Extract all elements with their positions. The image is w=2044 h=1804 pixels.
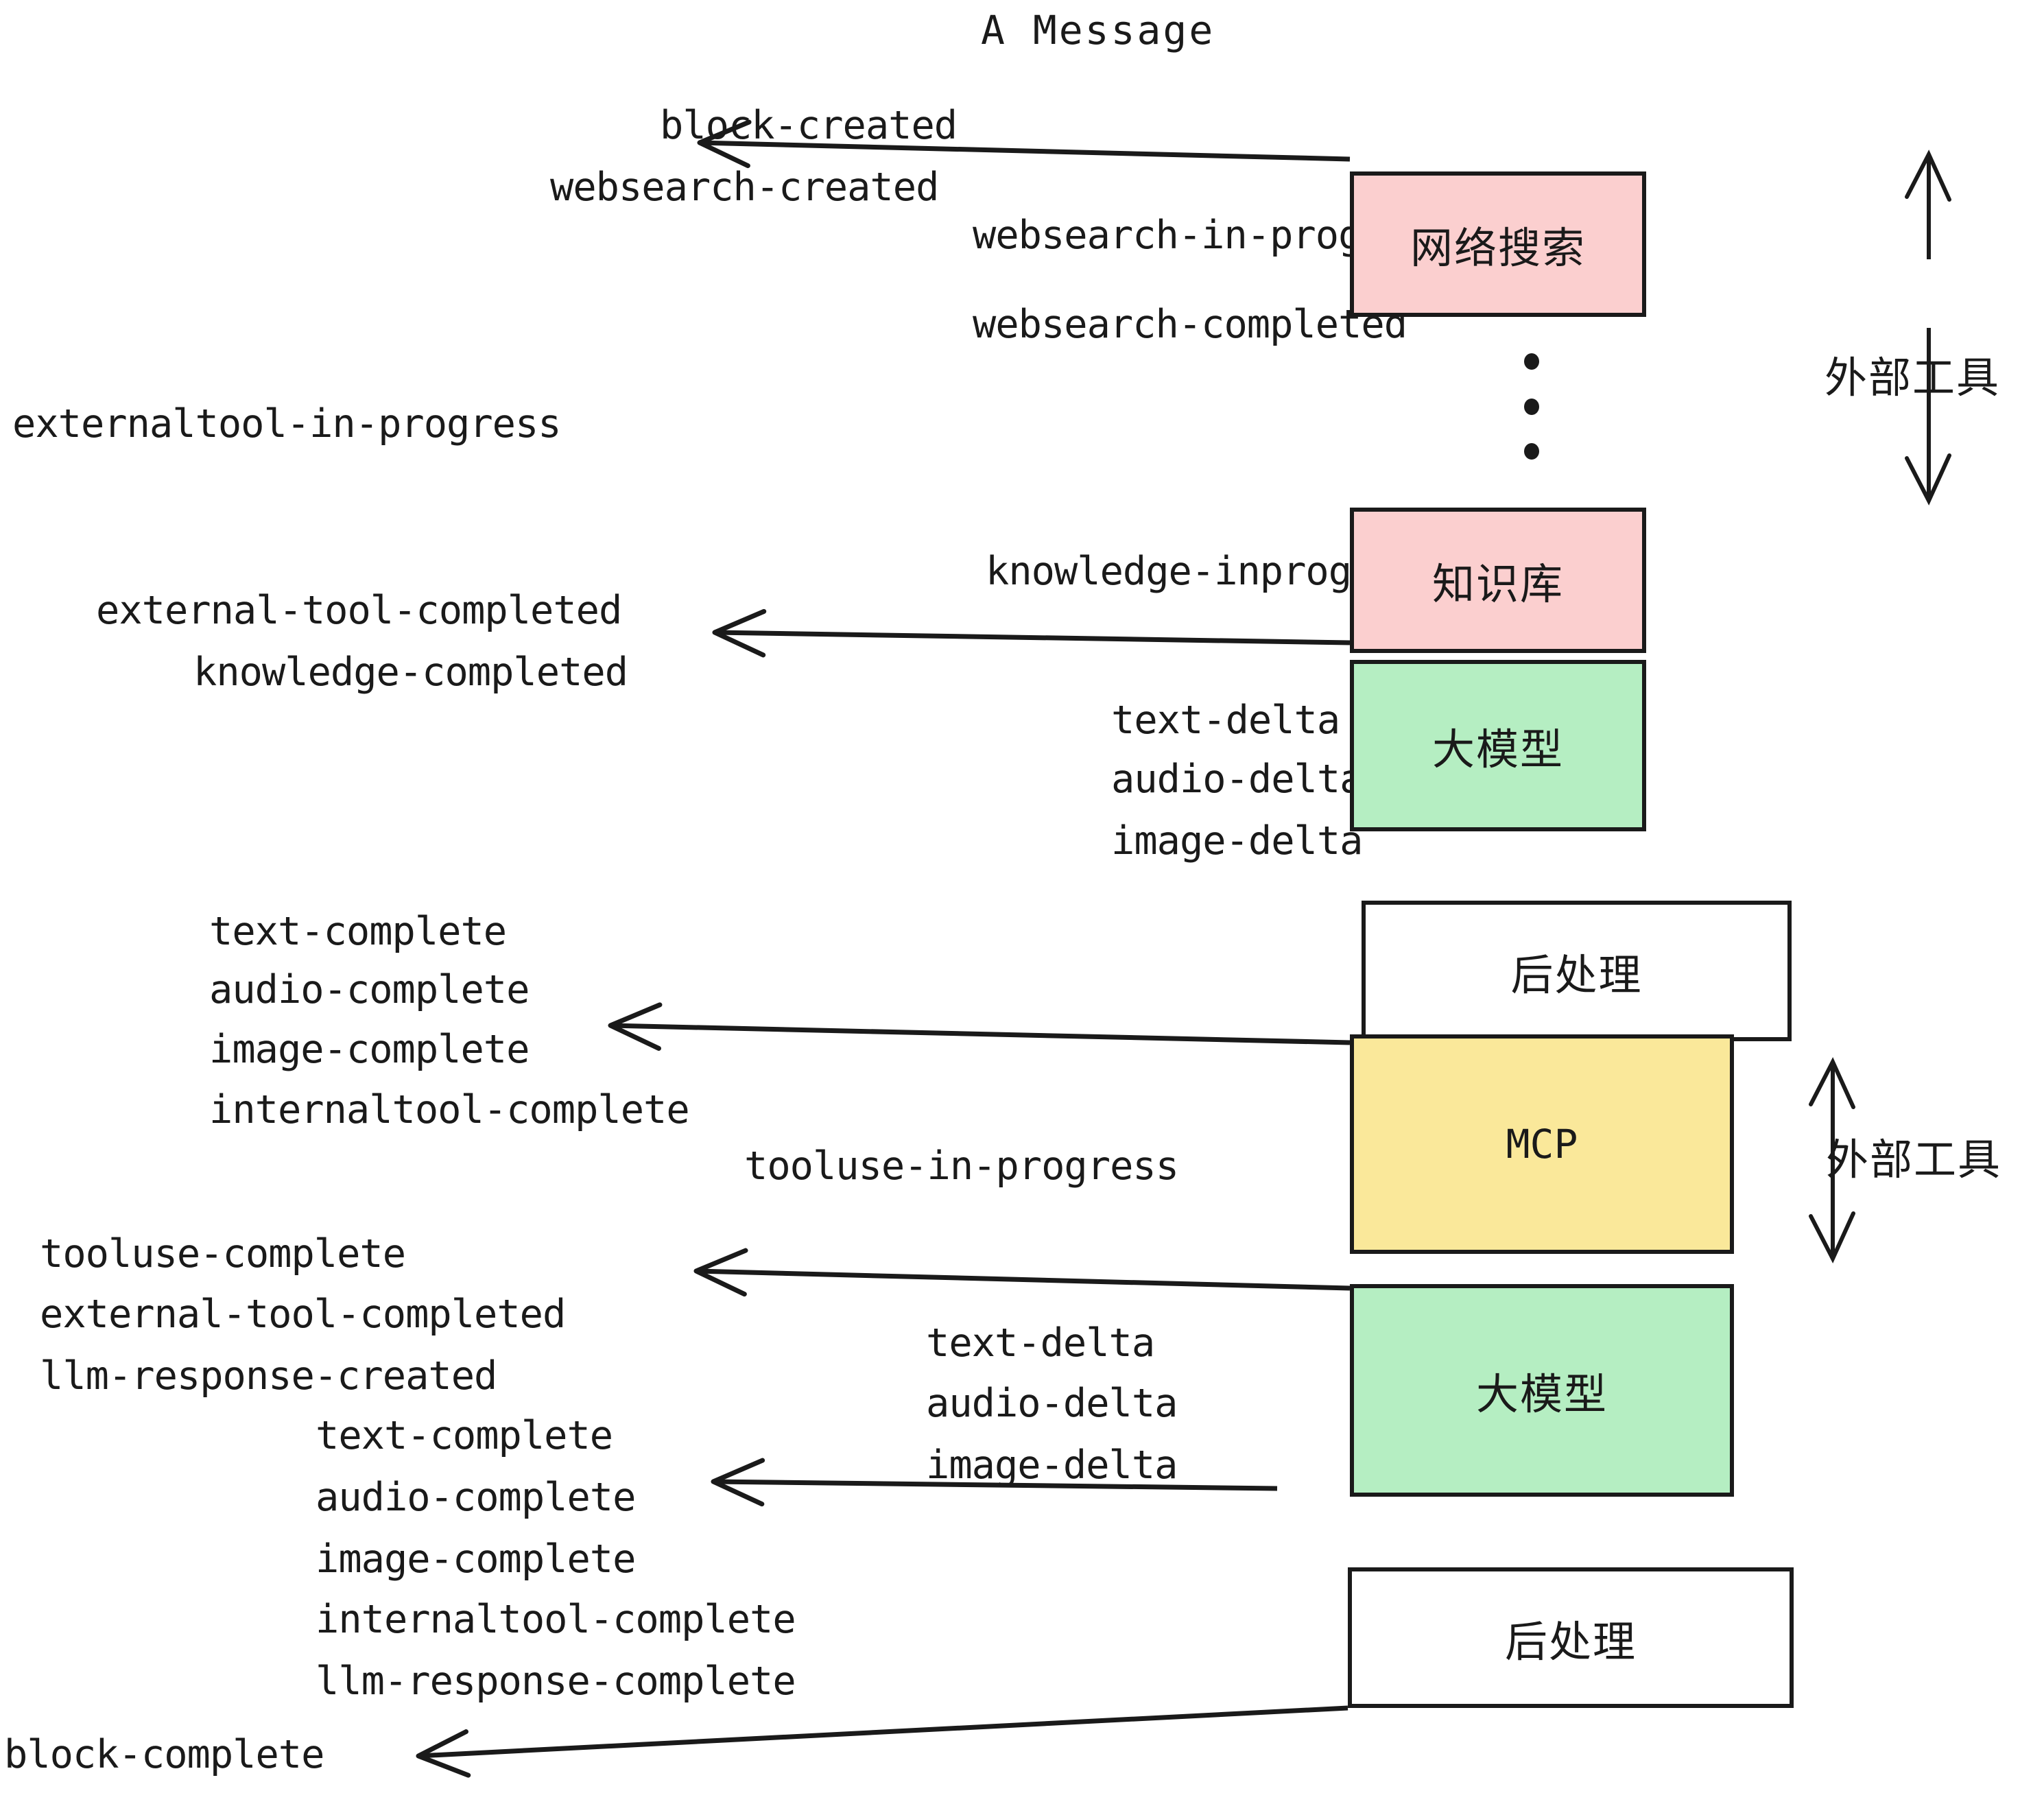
event-label-image-delta-1: image-delta: [1111, 818, 1363, 864]
event-label-text-delta-2: text-delta: [926, 1320, 1155, 1366]
node-mcp: MCP: [1350, 1034, 1734, 1254]
event-label-audio-complete-1: audio-complete: [209, 967, 530, 1012]
event-label-image-complete-1: image-complete: [209, 1027, 530, 1072]
event-label-external-tool-completed-2: external-tool-completed: [40, 1292, 566, 1337]
node-label: MCP: [1506, 1121, 1578, 1167]
event-label-websearch-created: websearch-created: [550, 165, 939, 210]
node-label: 后处理: [1504, 1616, 1637, 1667]
side-label-external-tool-bottom: 外部工具: [1826, 1135, 2002, 1185]
event-label-image-complete-2: image-complete: [316, 1536, 636, 1582]
bracket-arrow-up-external-tool-top: [1905, 150, 1951, 259]
event-label-text-complete-2: text-complete: [316, 1413, 613, 1458]
arrow-llm2-to-tooluse: [693, 1248, 1351, 1297]
node-llm-2: 大模型: [1350, 1284, 1734, 1497]
page-title: A Message: [981, 7, 1215, 54]
arrow-mcp-to-image-complete: [608, 1002, 1351, 1051]
ellipsis-dot: [1524, 443, 1539, 460]
event-label-tooluse-complete: tooluse-complete: [40, 1231, 406, 1277]
event-label-audio-delta-2: audio-delta: [926, 1381, 1178, 1426]
event-label-internaltool-complete-1: internaltool-complete: [209, 1087, 690, 1132]
event-label-text-delta-1: text-delta: [1111, 698, 1340, 743]
side-label-external-tool-top: 外部工具: [1825, 353, 2001, 403]
node-postproc-1: 后处理: [1362, 901, 1792, 1041]
event-label-tooluse-in-progress: tooluse-in-progress: [744, 1143, 1179, 1189]
node-label: 后处理: [1510, 949, 1643, 1000]
event-label-externaltool-in-progress: externaltool-in-progress: [12, 401, 562, 447]
event-label-external-tool-completed-1: external-tool-completed: [96, 588, 622, 633]
ellipsis-dot: [1524, 353, 1539, 370]
node-label: 知识库: [1431, 559, 1564, 609]
event-label-text-complete-1: text-complete: [209, 909, 507, 954]
event-label-knowledge-completed: knowledge-completed: [193, 650, 628, 695]
event-label-llm-response-created: llm-response-created: [40, 1353, 497, 1399]
event-label-websearch-completed: websearch-completed: [973, 302, 1407, 347]
node-llm-1: 大模型: [1350, 660, 1646, 831]
node-postproc-2: 后处理: [1348, 1567, 1794, 1708]
node-websearch: 网络搜索: [1350, 171, 1646, 317]
arrow-llm1-to-knowledge: [712, 608, 1351, 658]
ellipsis-dot: [1524, 398, 1539, 415]
arrow-postproc2-to-block-complete: [416, 1705, 1348, 1778]
node-label: 网络搜索: [1410, 223, 1586, 273]
event-label-audio-delta-1: audio-delta: [1111, 757, 1363, 802]
event-label-llm-response-complete: llm-response-complete: [316, 1659, 796, 1704]
event-label-audio-complete-2: audio-complete: [316, 1475, 636, 1520]
event-label-image-delta-2: image-delta: [926, 1443, 1178, 1488]
event-label-block-complete: block-complete: [4, 1732, 324, 1777]
ellipsis-dots: [1524, 353, 1539, 460]
event-label-internaltool-complete-2: internaltool-complete: [316, 1597, 796, 1642]
node-label: 大模型: [1431, 724, 1564, 774]
node-label: 大模型: [1475, 1369, 1608, 1419]
event-label-block-created: block-created: [660, 103, 958, 148]
node-knowledge: 知识库: [1350, 508, 1646, 653]
